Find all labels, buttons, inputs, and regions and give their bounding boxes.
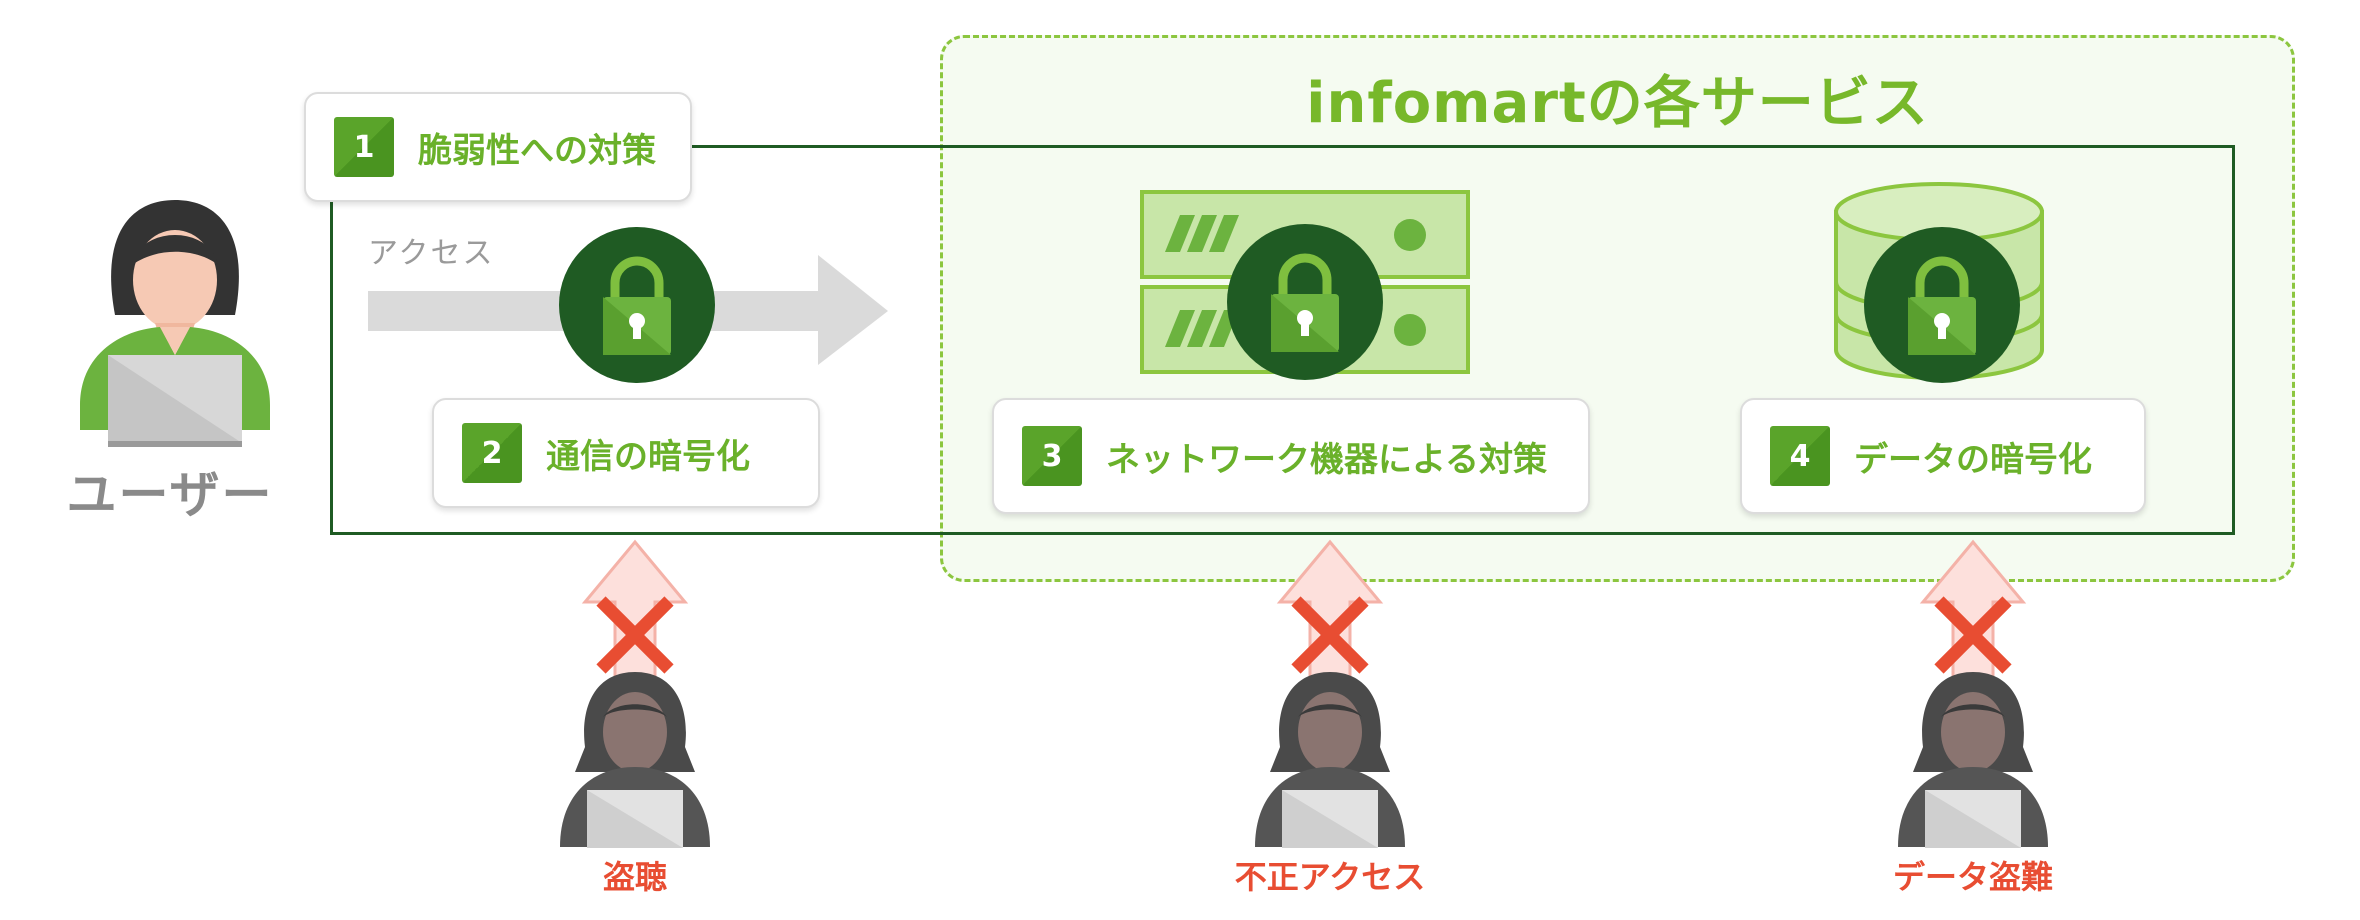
x-mark-icon — [1291, 596, 1369, 674]
measure-badge-4: 4 データの暗号化 — [1740, 398, 2146, 514]
hacker-icon — [1898, 672, 2048, 848]
access-label: アクセス — [368, 236, 495, 271]
measure-badge-2: 2 通信の暗号化 — [432, 398, 820, 508]
measure-badge-3: 3 ネットワーク機器による対策 — [992, 398, 1590, 514]
measure-label-3: ネットワーク機器による対策 — [1106, 439, 1547, 480]
measure-label-2: 通信の暗号化 — [546, 436, 750, 477]
measure-number-1: 1 — [334, 117, 394, 177]
measure-number-4: 4 — [1770, 426, 1830, 486]
defense-boundary — [330, 145, 2235, 535]
user-label: ユーザー — [66, 466, 274, 524]
hacker-icon — [560, 672, 710, 848]
measure-badge-1: 1 脆弱性への対策 — [304, 92, 692, 202]
threat-label-eavesdropping: 盗聴 — [602, 858, 667, 896]
hacker-icon — [1255, 672, 1405, 848]
lock-icon — [1227, 224, 1383, 380]
user-at-laptop-icon — [80, 200, 270, 447]
lock-icon — [559, 227, 715, 383]
measure-label-1: 脆弱性への対策 — [418, 130, 656, 171]
measure-label-4: データの暗号化 — [1854, 439, 2092, 480]
threat-label-unauthorized-access: 不正アクセス — [1234, 858, 1426, 896]
services-title: infomartの各サービス — [1306, 71, 1929, 136]
x-mark-icon — [1934, 596, 2012, 674]
threat-label-data-theft: データ盗難 — [1892, 858, 2053, 896]
lock-icon — [1864, 227, 2020, 383]
measure-number-2: 2 — [462, 423, 522, 483]
x-mark-icon — [596, 596, 674, 674]
measure-number-3: 3 — [1022, 426, 1082, 486]
